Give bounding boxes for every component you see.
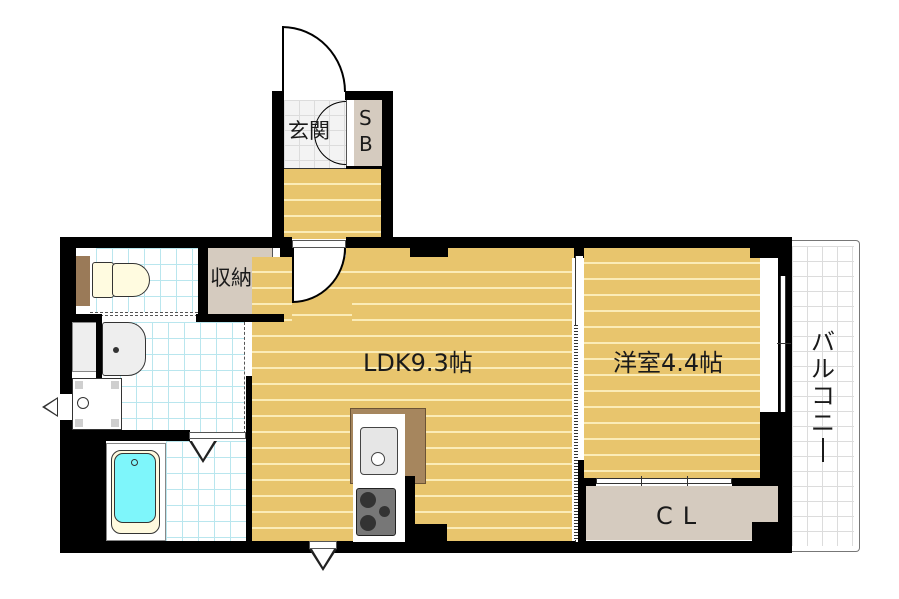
closet-wall-top-right	[732, 478, 762, 486]
washing-machine-icon	[72, 378, 122, 430]
wall-top-main	[346, 237, 792, 248]
closet-wall-post	[752, 522, 778, 542]
bath-floor	[166, 441, 246, 541]
balcony-floor	[792, 246, 854, 546]
closet-sliding-door	[596, 476, 732, 486]
closet: CL	[586, 486, 778, 540]
side-door-icon	[58, 394, 72, 420]
sliding-partition-hatch	[574, 325, 578, 540]
entrance-door-swing-icon	[282, 26, 346, 92]
ldk-bottom-door-opening	[309, 541, 337, 549]
storage-label: 収納	[210, 266, 252, 290]
balcony-char-5	[806, 437, 840, 464]
partition-bottom-post	[578, 460, 586, 542]
toilet-icon	[92, 262, 150, 298]
balcony-char-2: ル	[811, 355, 835, 383]
wall-toilet-bottom	[72, 314, 102, 322]
toilet-wall-panel	[76, 256, 90, 306]
kitchen-wall-post	[405, 476, 415, 542]
entrance-hall-floor	[284, 169, 381, 239]
bath-door-opening	[189, 432, 246, 439]
western-wall-corner	[750, 248, 778, 258]
toilet-wall-left	[72, 248, 76, 314]
shoe-box-label-s: S	[359, 106, 372, 130]
ldk-floor-top-2	[448, 248, 574, 258]
wall-bath-top	[60, 430, 190, 441]
wall-storage-bottom	[196, 314, 284, 322]
window-sash-mark	[777, 343, 791, 344]
wall-toilet-right	[198, 248, 208, 320]
closet-label: CL	[656, 502, 707, 530]
entrance-wall-left	[272, 91, 284, 247]
ldk-label: LDK9.3帖	[363, 349, 473, 377]
bathtub-drain-icon	[131, 459, 138, 466]
genkan-step-line	[284, 168, 346, 169]
balcony-char-4: ニ	[811, 409, 835, 437]
shoe-box-frame	[346, 100, 354, 168]
bath-wall-block	[60, 441, 106, 551]
entrance-label: 玄関	[288, 119, 330, 143]
hall-door-opening	[292, 240, 346, 248]
washroom-door-opening	[244, 322, 248, 434]
wall-bottom	[60, 541, 792, 553]
ldk-floor-left	[292, 300, 352, 324]
toilet-door-opening	[90, 312, 198, 316]
shoe-box: S B	[354, 100, 382, 166]
wall-washroom-right	[246, 376, 252, 546]
washbasin-icon	[102, 322, 146, 376]
western-room-floor	[584, 248, 760, 478]
balcony-char-1: バ	[811, 328, 835, 356]
balcony: バ ル コ ニ	[792, 240, 860, 552]
balcony-label: バ ル コ ニ	[806, 329, 840, 464]
partition-top-post	[574, 248, 584, 258]
kitchen-sink-icon	[360, 427, 398, 475]
wall-beam-top	[410, 248, 448, 257]
western-room-label: 洋室4.4帖	[613, 349, 724, 377]
kitchen-wall-post-2	[415, 524, 447, 542]
wall-top-left	[60, 237, 292, 248]
closet-wall-top-left	[584, 478, 596, 486]
stove-icon	[356, 488, 396, 536]
western-wall-right-upper	[778, 248, 792, 276]
ldk-floor-top	[346, 248, 410, 258]
balcony-char-3: コ	[811, 382, 835, 410]
bathtub-icon	[111, 450, 160, 534]
wall-cabinet-right	[96, 322, 102, 380]
shoe-box-label-b: B	[359, 132, 373, 156]
entrance-wall-top-right	[345, 91, 393, 101]
cabinet	[72, 322, 100, 372]
